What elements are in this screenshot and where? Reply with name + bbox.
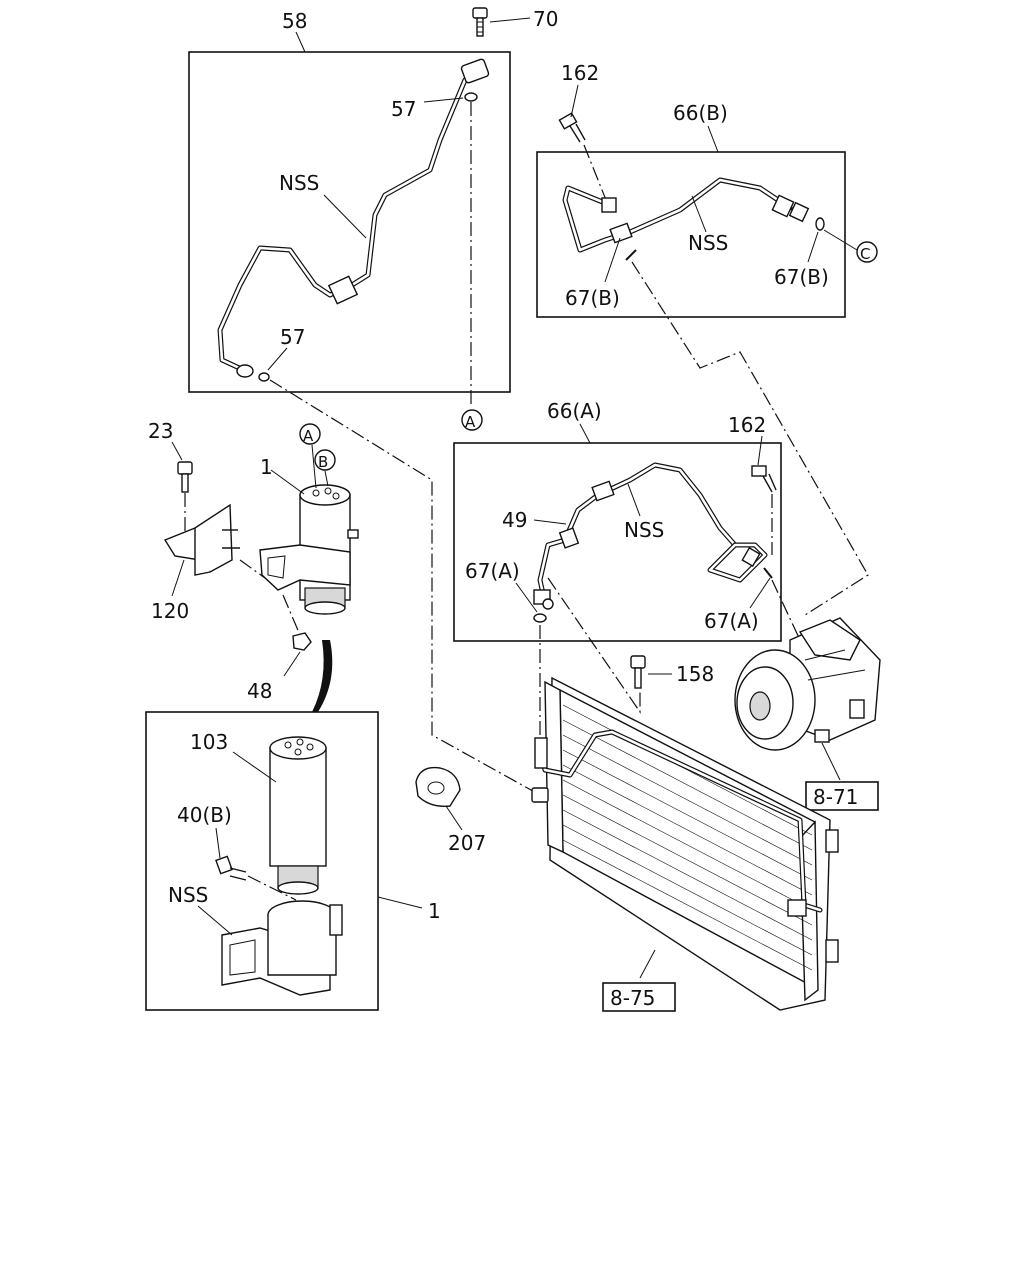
label-66b: 66(B) [673,101,728,125]
label-207: 207 [448,831,486,855]
label-67a-right: 67(A) [704,609,759,633]
label-162-mid: 162 [728,413,766,437]
mount-207-icon [415,766,461,807]
label-158: 158 [676,662,714,686]
nut-48-icon [292,632,312,651]
circle-a-marker [461,409,483,431]
circle-c-marker [856,241,878,263]
label-67a-left: 67(A) [465,559,520,583]
ref-box-8-75 [602,982,676,1012]
group-66b-pipe-box: 66(B) 162 C NSS 67(B) 67(B) [536,61,878,318]
label-1-top: 1 [260,455,273,479]
label-23: 23 [148,419,173,443]
group-receiver-detail-box: 1 103 40(B) [145,711,441,1011]
label-nss-66a: NSS [624,518,664,542]
drier-103-icon [269,736,327,895]
ref-box-8-71 [805,781,879,811]
o-ring-57-bottom [258,372,270,382]
group-58-pipe-box: 58 70 57 57 NSS [188,7,558,393]
circle-b-receiver [314,449,336,471]
label-120: 120 [151,599,189,623]
compressor-icon [734,617,881,751]
condenser-icon [531,676,839,1011]
label-1-side: 1 [428,899,441,923]
bolt-40b-icon [215,855,247,881]
label-circle-c: C [860,245,870,263]
o-ring-57-top [464,92,478,102]
label-67b-left: 67(B) [565,286,620,310]
circle-a-receiver [299,423,321,445]
label-57-bottom: 57 [280,325,305,349]
group-66a-pipe-box: 66(A) 49 NSS 67(A) 67(A) 162 [453,399,782,642]
bolt-70-icon [472,7,488,37]
group-receiver-upper: 23 120 1 A B [148,419,359,712]
label-57-top: 57 [391,97,416,121]
label-nss-58: NSS [279,171,319,195]
arrow-curve-icon [312,640,333,712]
label-ref-8-71: 8-71 [813,785,858,809]
label-circle-a-receiver: A [303,427,314,445]
label-40b: 40(B) [177,803,232,827]
receiver-drier-icon [259,484,359,615]
label-49: 49 [502,508,527,532]
bolt-162-mid-icon [751,465,777,493]
label-103: 103 [190,730,228,754]
bolt-23-icon [177,461,193,493]
label-nss-66b: NSS [688,231,728,255]
label-162-top: 162 [561,61,599,85]
label-48: 48 [247,679,272,703]
bolt-158-icon [630,655,646,689]
label-circle-a-bottom: A [465,413,476,431]
bolt-162-top-icon [558,112,586,143]
label-ref-8-75: 8-75 [610,986,655,1010]
label-70: 70 [533,7,558,31]
label-58: 58 [282,9,307,33]
label-nss-receiver: NSS [168,883,208,907]
label-67b-right: 67(B) [774,265,829,289]
label-circle-b-receiver: B [318,453,328,471]
label-66a: 66(A) [547,399,602,423]
clamp-bracket-icon [221,900,343,996]
